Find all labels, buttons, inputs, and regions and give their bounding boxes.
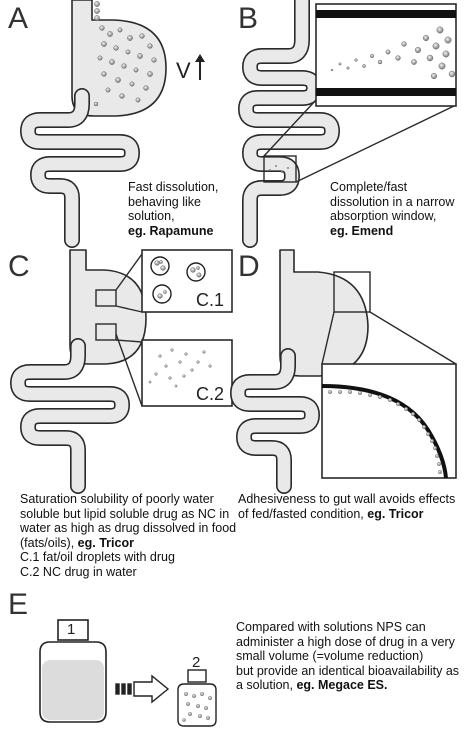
caption-line: C.2 NC drug in water [20,564,137,579]
caption-example: eg. Emend [330,223,394,238]
transfer-arrow-icon [115,674,170,704]
panel-b-caption: Complete/fast dissolution in a narrow ab… [330,180,470,238]
panel-a-particles [93,1,157,107]
caption-line: small volume (=volume reduction) [236,649,424,663]
velocity-label: V [176,58,191,83]
caption-line: Complete/fast [330,180,408,194]
caption-line: Compared with solutions NPS can [236,620,426,634]
panel-a-letter: A [8,2,29,35]
panel-c-zoom-sources [95,253,143,407]
small-bottle [177,669,217,727]
bottle-2-label: 2 [192,654,201,671]
caption-line: Saturation solubility of poorly water [20,492,214,506]
velocity-arrow-icon [195,54,205,80]
large-bottle [39,619,107,723]
caption-line: behaving like [128,194,201,209]
panel-d-letter: D [238,250,260,283]
panel-d-zoom-inset [321,363,457,479]
panel-e-letter: E [8,588,29,621]
caption-line: dissolution in a narrow [330,194,455,209]
caption-line: soluble but lipid soluble drug as NC in [20,506,230,521]
caption-example: eg. Rapamune [128,223,214,238]
panel-c-intestine [10,338,130,494]
caption-line: Adhesiveness to gut wall avoids effects [238,492,456,506]
panel-d-intestine [230,348,320,494]
panel-b-zoom-source [263,99,455,183]
caption-example: eg. Megace ES. [296,678,388,692]
panel-c1-inset [141,249,233,313]
inset-c2-label: C.2 [196,384,225,404]
panel-b-gut [238,0,340,248]
panel-c-caption: Saturation solubility of poorly water so… [20,492,240,579]
caption-example: eg. Tricor [367,506,424,521]
caption-line: administer a high dose of drug in a very [236,634,455,649]
bottle-1-label: 1 [67,621,76,638]
caption-line: C.1 fat/oil droplets with drug [20,550,175,564]
panel-d-zoom-source [321,271,457,365]
caption-example: eg. Tricor [77,535,134,550]
caption-line: absorption window, [330,209,437,223]
panel-c-letter: C [8,250,30,283]
panel-c2-inset [141,339,233,407]
caption-line: Fast dissolution, [128,180,219,194]
panel-b-letter: B [238,2,259,35]
caption-line: solution, [128,209,175,223]
caption-line: of fed/fasted condition, [238,506,364,521]
panel-a-caption: Fast dissolution, behaving like solution… [128,180,238,238]
caption-line: a solution, [236,678,293,692]
caption-line: water as high as drug dissolved in food [20,521,237,535]
panel-b-zoom-inset [269,3,457,173]
caption-line: (fats/oils), [20,535,75,550]
panel-e-caption: Compared with solutions NPS can administ… [236,620,472,693]
panel-d-caption: Adhesiveness to gut wall avoids effects … [238,492,474,521]
inset-c1-label: C.1 [196,290,225,310]
panel-a-intestine [20,88,140,248]
caption-line: but provide an identical bioavailability… [236,663,460,678]
